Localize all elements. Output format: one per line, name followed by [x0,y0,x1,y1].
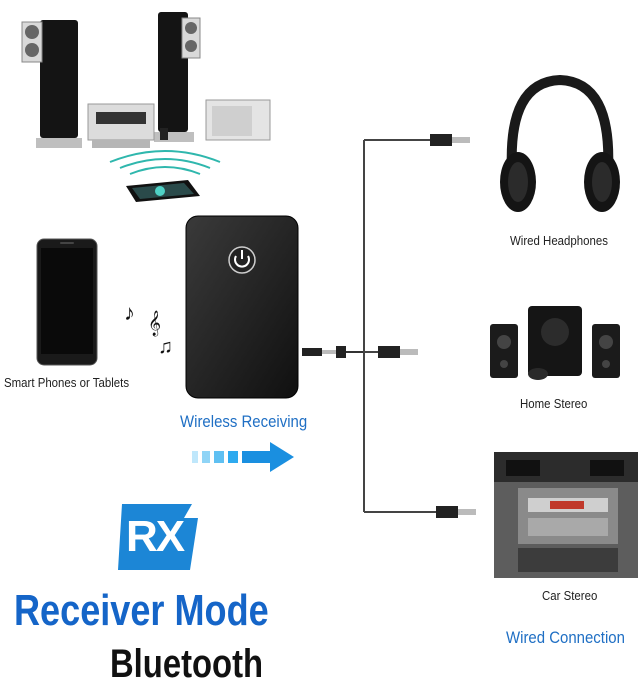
car-stereo-label: Car Stereo [542,588,598,603]
bluetooth-title: Bluetooth [110,642,264,686]
bluetooth-receiver-device [185,215,299,399]
music-note-icon: 𝄞 [148,310,162,335]
wired-connection-caption: Wired Connection [506,628,625,647]
phones-label: Smart Phones or Tablets [4,375,130,390]
receiver-mode-title: Receiver Mode [14,586,269,635]
wireless-receiving-caption: Wireless Receiving [180,412,308,431]
home-stereo-label: Home Stereo [520,396,588,411]
car-stereo-image [494,452,638,578]
music-note-icon: ♫ [158,336,173,358]
home-stereo-icon [490,306,620,380]
smartphone-icon [36,238,98,366]
rx-logo: RX [112,500,204,574]
headphones-label: Wired Headphones [510,233,608,248]
right-arrow-icon [192,442,294,472]
music-note-icon: ♪ [124,300,135,325]
cable-connections [302,134,476,518]
rx-badge-shape [118,504,198,570]
hifi-system-illustration [21,12,271,202]
rx-logo-text: RX [126,512,185,561]
headphones-icon [500,74,620,212]
